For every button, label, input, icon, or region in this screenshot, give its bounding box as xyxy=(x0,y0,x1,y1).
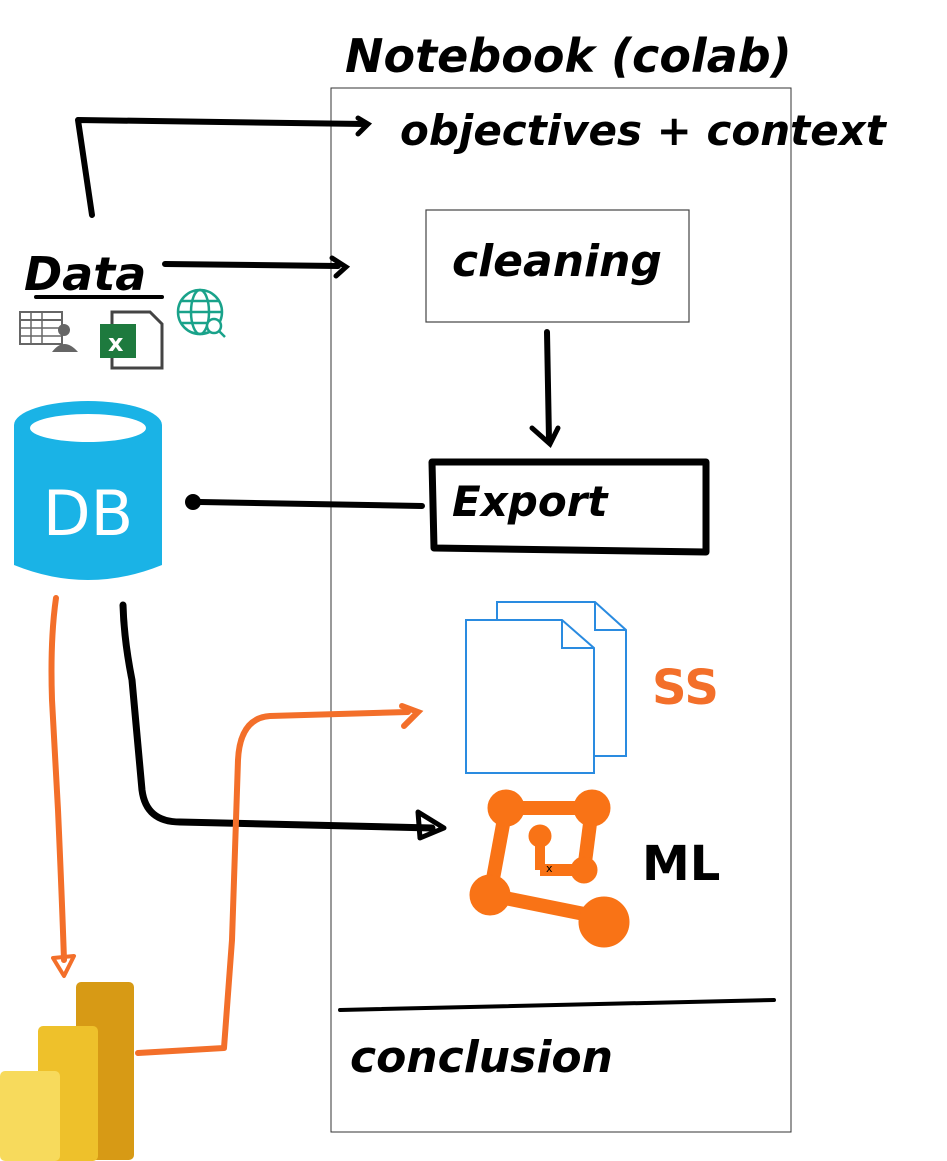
objectives-arrowhead-icon xyxy=(355,115,373,137)
cleaning-box xyxy=(425,209,690,323)
excel-icon: x xyxy=(100,310,164,370)
ml-marker: x xyxy=(546,862,553,875)
notebook-title: Notebook (colab) xyxy=(345,29,792,83)
export-to-db-arrow xyxy=(197,499,425,509)
table-user-icon xyxy=(19,311,78,352)
conclusion-divider xyxy=(338,998,776,1012)
powerbi-to-ss-arrowhead-icon xyxy=(399,703,424,729)
database-label: DB xyxy=(43,477,133,550)
cleaning-label: cleaning xyxy=(452,236,662,287)
db-to-powerbi-arrow xyxy=(48,595,67,963)
data-to-cleaning-arrow xyxy=(162,261,341,269)
database-icon: DB xyxy=(14,401,162,580)
documents-icon xyxy=(465,601,627,774)
objectives-arrow xyxy=(75,117,368,218)
ss-label: SS xyxy=(652,660,719,716)
db-to-ml-arrow xyxy=(119,601,436,832)
db-to-powerbi-arrowhead-icon xyxy=(51,954,76,978)
powerbi-icon xyxy=(0,982,134,1161)
web-search-icon xyxy=(176,288,226,338)
objectives-label: objectives + context xyxy=(400,106,888,155)
cleaning-to-export-arrow xyxy=(544,329,552,443)
notebook-panel xyxy=(330,87,792,1133)
data-to-cleaning-arrowhead-icon xyxy=(329,255,351,279)
powerbi-to-ss-arrow xyxy=(135,709,411,1056)
export-to-db-arrowhead-icon xyxy=(185,494,201,510)
ml-label: ML xyxy=(642,836,720,892)
export-box xyxy=(428,458,710,556)
data-label: Data xyxy=(24,247,146,301)
svg-text:x: x xyxy=(108,329,124,357)
conclusion-label: conclusion xyxy=(350,1032,613,1083)
ml-network-icon: x xyxy=(469,789,630,948)
export-label: Export xyxy=(452,477,609,526)
cleaning-to-export-arrowhead-icon xyxy=(529,425,561,449)
db-to-ml-arrowhead-icon xyxy=(415,809,447,841)
